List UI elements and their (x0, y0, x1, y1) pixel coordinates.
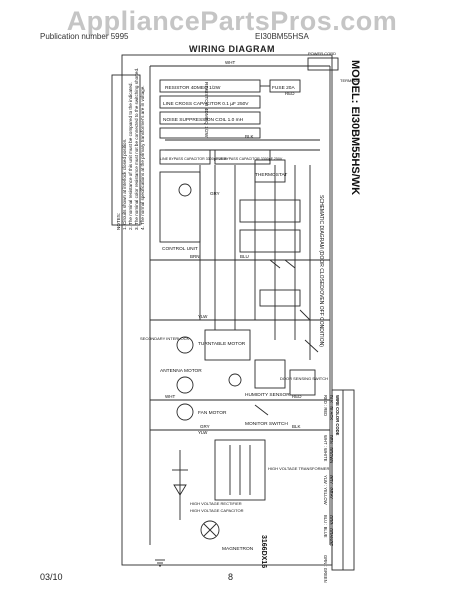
wire-code-entry: ORG : ORANGE (329, 515, 334, 546)
monitor-switch-label: MONITOR SWITCH (245, 421, 288, 427)
line-cross-cap-label: LINE CROSS CAPACITOR 0.1 µF 250V (163, 101, 249, 107)
wire-label: WHT (165, 394, 175, 399)
wire-code-entry: GRN : GREEN (323, 555, 328, 583)
wire-code-entry: YLW : YELLOW (323, 475, 328, 505)
antenna-motor-label: ANTENNA MOTOR (160, 368, 202, 374)
wire-label: BLU (240, 254, 249, 259)
bypass-cap-left-label: LINE BYPASS CAPACITOR 3300pF 250V (160, 157, 228, 161)
part-number: 3166DX16 (260, 535, 267, 568)
header-publication: Publication number 5995 (40, 32, 129, 41)
hv-capacitor-label: HIGH VOLTAGE CAPACITOR (190, 508, 244, 513)
hv-transformer-label: HIGH VOLTAGE TRANSFORMER (268, 466, 329, 471)
wire-label: RED (292, 394, 302, 399)
watermark: AppliancePartsPros.com (66, 6, 398, 36)
wire-label: WHT (225, 60, 235, 65)
thermostat-label: THERMOSTAT (255, 172, 287, 178)
footer-page-number: 8 (228, 572, 234, 582)
wire-code-entry: BRN : BROWN (329, 435, 334, 463)
resistor-label: RESISTOR 4DMEQ 1/2W (203, 82, 209, 138)
wire-label: BRN (190, 254, 200, 259)
terminal-label: TERMINAL (340, 78, 361, 83)
power-cord-label: POWER CORD (308, 51, 336, 56)
notes-line: 4. The normal specifications at the prim… (140, 85, 145, 230)
noise-coil-label: NOISE SUPPRESSION COIL 1.0 mH (163, 117, 244, 123)
wire-label: RED (285, 91, 295, 96)
wire-code-entry: GRY : GRAY (329, 475, 334, 499)
wire-label: BLK (245, 134, 254, 139)
secondary-interlock-label: SECONDARY INTERLOCK (140, 336, 190, 341)
resistor-label: RESISTOR 4DMEQ 1/2W (165, 85, 221, 91)
notes-line: 2. The nominal resistance of this unit m… (128, 82, 133, 230)
humidity-sensor-label: HUMIDITY SENSOR (245, 392, 290, 398)
wire-label: GRY (210, 191, 220, 196)
wire-code-entry: BLK : BLACK (329, 395, 334, 420)
turntable-motor-label: TURNTABLE MOTOR (198, 341, 246, 347)
fuse-label: FUSE 20A (272, 85, 295, 91)
wire-code-entry: RED : RED (323, 395, 328, 416)
magnetron-label: MAGNETRON (222, 546, 254, 552)
notes-line: 3. The nominal color resistance must not… (134, 68, 139, 230)
page-title: WIRING DIAGRAM (189, 44, 275, 54)
wire-code-entry: BLU : BLUE (323, 515, 328, 538)
wire-code-heading: WIRE COLOR CODE (335, 395, 340, 436)
wire-label: YLW (198, 430, 208, 435)
wire-label: GRY (200, 424, 210, 429)
schematic-note: SCHEMATIC DIAGRAM (DOOR CLOSED/OVEN OFF … (318, 195, 324, 347)
fan-motor-label: FAN MOTOR (198, 410, 227, 416)
control-unit-label: CONTROL UNIT (162, 246, 198, 252)
model-label: MODEL: EI30BM55HS/WK (349, 60, 361, 195)
wire-label: YLW (198, 314, 208, 319)
wire-code-entry: WHT : WHITE (323, 435, 328, 462)
hv-rectifier-label: HIGH VOLTAGE RECTIFIER (190, 501, 242, 506)
wire-label: BLK (292, 424, 301, 429)
header-model: EI30BM55HSA (255, 32, 309, 41)
notes-heading: NOTES: (116, 213, 121, 230)
bypass-cap-right-label: LINE BYPASS CAPACITOR 3300pF 250V (215, 157, 283, 161)
notes-line: 1. Circuits shown at interlock closed po… (122, 139, 127, 230)
door-sensing-switch-label: DOOR SENSING SWITCH (280, 376, 328, 381)
footer-date: 03/10 (40, 572, 63, 582)
